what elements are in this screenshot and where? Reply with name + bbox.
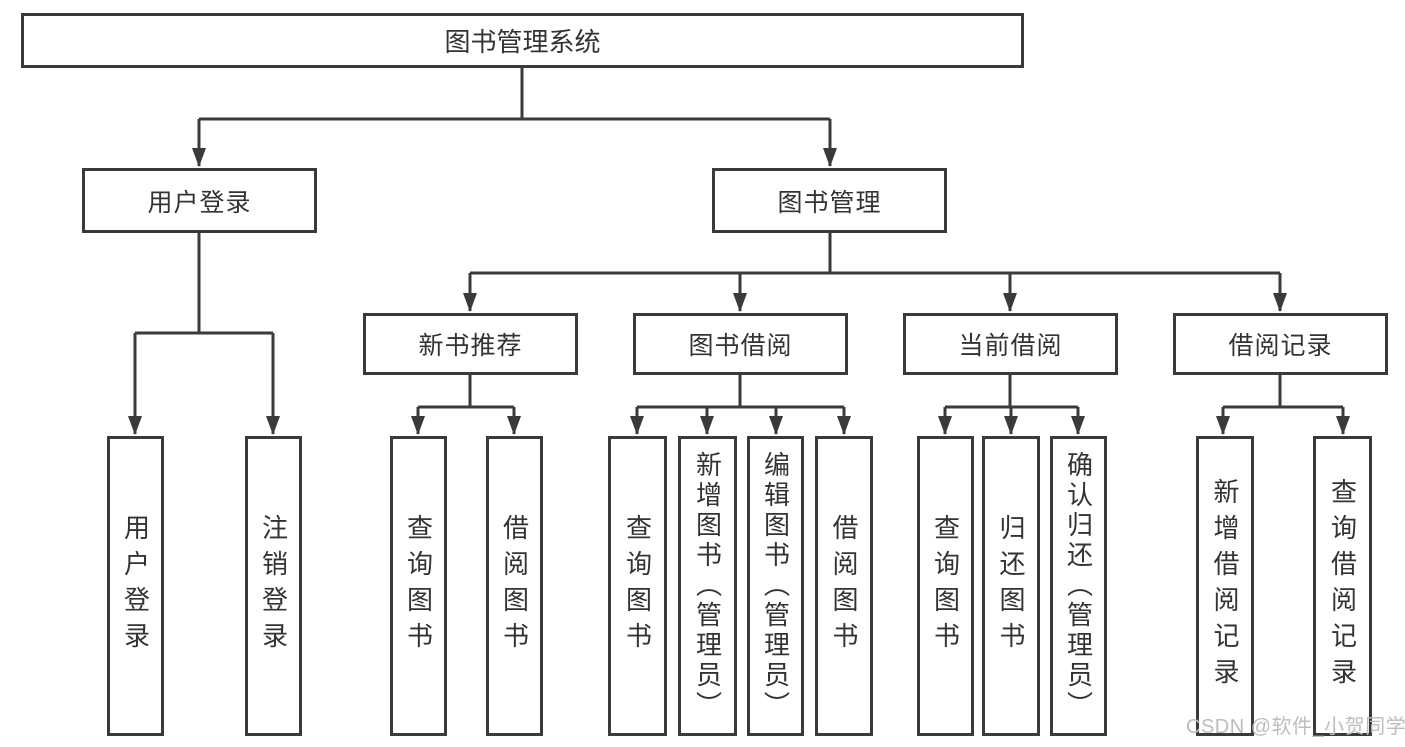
leaf-current-confirm-return-admin: 确认归还（管理员） (1050, 436, 1107, 736)
leaf-logout: 注销登录 (245, 436, 302, 736)
leaf-recommend-borrow-books: 借阅图书 (486, 436, 543, 736)
leaf-records-query-borrow-record: 查询借阅记录 (1313, 436, 1372, 736)
leaf-borrow-borrow-books: 借阅图书 (815, 436, 873, 736)
connector-trunk-lines (135, 68, 1343, 409)
leaf-current-return-books: 归还图书 (982, 436, 1040, 736)
node-group-borrow-records: 借阅记录 (1173, 313, 1388, 375)
node-group-book-borrow: 图书借阅 (633, 313, 848, 375)
leaf-borrow-edit-books-admin: 编辑图书（管理员） (747, 436, 804, 736)
leaf-recommend-query-books: 查询图书 (390, 436, 447, 736)
node-book-management-branch: 图书管理 (712, 168, 947, 233)
leaf-user-login: 用户登录 (107, 436, 164, 736)
node-group-current-borrow: 当前借阅 (903, 313, 1118, 375)
leaf-borrow-query-books: 查询图书 (608, 436, 667, 736)
node-user-login-branch: 用户登录 (82, 168, 317, 233)
leaf-records-add-borrow-record: 新增借阅记录 (1196, 436, 1254, 736)
node-group-new-book-recommend: 新书推荐 (363, 313, 578, 375)
node-system-root: 图书管理系统 (21, 13, 1024, 68)
leaf-current-query-books: 查询图书 (917, 436, 974, 736)
leaf-borrow-add-books-admin: 新增图书（管理员） (678, 436, 737, 736)
